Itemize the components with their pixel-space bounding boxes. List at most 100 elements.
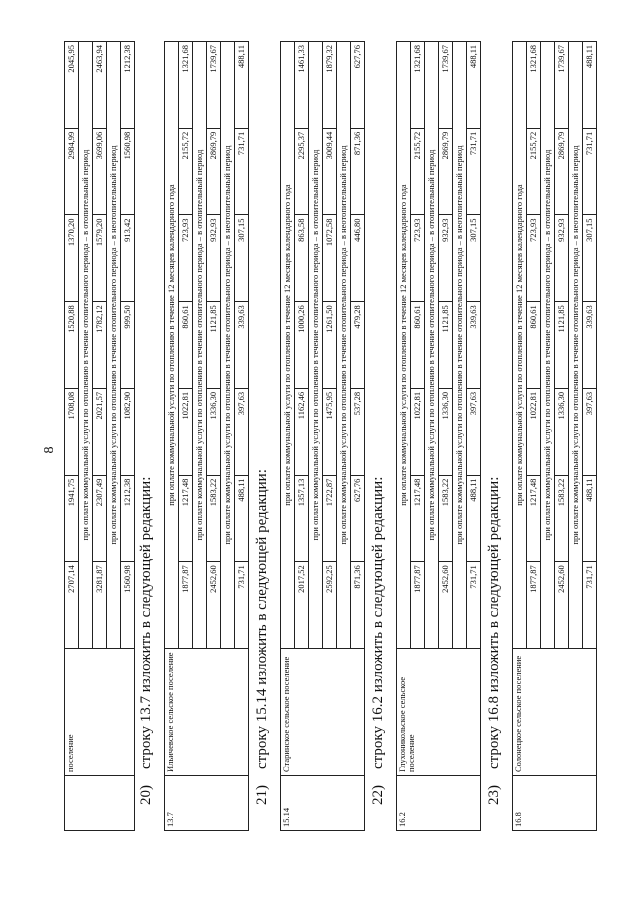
value-cell: 1217,48 — [410, 475, 425, 562]
value-cell: 913,42 — [120, 214, 135, 302]
row-code: 16.8 — [512, 775, 597, 831]
value-cell: 863,58 — [294, 214, 309, 302]
value-cell: 1583,22 — [438, 475, 453, 562]
value-cell: 723,93 — [178, 214, 193, 302]
settlement-name: Старинское сельское поселение — [280, 648, 365, 776]
value-cell: 627,76 — [350, 41, 365, 129]
value-cell: 2045,95 — [64, 41, 79, 129]
value-cell: 397,63 — [234, 388, 249, 476]
value-cell: 627,76 — [350, 475, 365, 562]
value-cell: 1121,85 — [438, 301, 453, 389]
value-cell: 397,63 — [466, 388, 481, 476]
value-cell: 1579,20 — [92, 214, 107, 302]
value-cell: 2463,94 — [92, 41, 107, 129]
value-cell: 488,11 — [582, 475, 597, 562]
value-cell: 2452,60 — [554, 561, 569, 649]
value-cell: 731,71 — [582, 561, 597, 649]
period-note-heating: при оплате коммунальной услуги по отопле… — [192, 41, 207, 649]
table-row: поселение 2707,14 1941,75 1708,08 1520,8… — [64, 41, 135, 831]
amendment-number: 20) — [138, 785, 154, 805]
amendment-text: строку 16.8 изложить в следующей редакци… — [486, 476, 502, 769]
value-cell: 2155,72 — [526, 128, 541, 215]
period-note-nonheating: при оплате коммунальной услуги по отопле… — [568, 41, 583, 649]
value-cell: 1357,13 — [294, 475, 309, 562]
value-cell: 488,11 — [582, 41, 597, 129]
value-cell: 307,15 — [582, 214, 597, 302]
amendment-text: строку 15.14 изложить в следующей редакц… — [254, 469, 270, 769]
value-cell: 307,15 — [466, 214, 481, 302]
value-cell: 731,71 — [466, 128, 481, 215]
amendment-heading: 20) строку 13.7 изложить в следующей реда… — [138, 477, 155, 805]
value-cell: 1520,88 — [64, 301, 79, 389]
value-cell: 1879,32 — [322, 41, 337, 129]
value-cell: 1212,38 — [120, 475, 135, 562]
value-cell: 339,63 — [234, 301, 249, 389]
amendment-text: строку 13.7 изложить в следующей редакци… — [138, 476, 154, 769]
value-cell: 1560,98 — [120, 561, 135, 649]
settlement-name: Солонецкое сельское поселение — [512, 648, 597, 776]
value-cell: 871,36 — [350, 128, 365, 215]
value-cell: 3699,06 — [92, 128, 107, 215]
value-cell: 1475,95 — [322, 388, 337, 476]
amendment-text: строку 16.2 изложить в следующей редакци… — [370, 476, 386, 769]
value-cell: 1877,87 — [526, 561, 541, 649]
value-cell: 1022,81 — [526, 388, 541, 476]
period-note-nonheating: при оплате коммунальной услуги по отопле… — [106, 41, 121, 649]
value-cell: 932,93 — [206, 214, 221, 302]
settlement-name: Ильичевское сельское поселение — [164, 648, 249, 776]
tariff-table: 16.2 Глухоникольское сельское поселение … — [396, 41, 481, 831]
value-cell: 2869,79 — [438, 128, 453, 215]
value-cell: 3009,44 — [322, 128, 337, 215]
period-note-year: при оплате коммунальной услуги по отопле… — [396, 41, 411, 649]
value-cell: 731,71 — [466, 561, 481, 649]
value-cell: 999,50 — [120, 301, 135, 389]
value-cell: 860,61 — [526, 301, 541, 389]
value-cell: 1336,30 — [554, 388, 569, 476]
amendment-number: 23) — [486, 785, 502, 805]
table-row: 16.2 Глухоникольское сельское поселение … — [396, 41, 481, 831]
tariff-table: 15.14 Старинское сельское поселение при … — [280, 41, 365, 831]
value-cell: 1739,67 — [554, 41, 569, 129]
value-cell: 1370,20 — [64, 214, 79, 302]
value-cell: 1022,81 — [410, 388, 425, 476]
tariff-table-fragment: поселение 2707,14 1941,75 1708,08 1520,8… — [64, 41, 135, 831]
value-cell: 1072,58 — [322, 214, 337, 302]
value-cell: 488,11 — [466, 41, 481, 129]
value-cell: 871,36 — [350, 561, 365, 649]
value-cell: 307,15 — [234, 214, 249, 302]
period-note-nonheating: при оплате коммунальной услуги по отопле… — [336, 41, 351, 649]
settlement-name: поселение — [64, 648, 135, 776]
table-row: 16.8 Солонецкое сельское поселение при о… — [512, 41, 597, 831]
value-cell: 2707,14 — [64, 561, 79, 649]
value-cell: 488,11 — [234, 41, 249, 129]
value-cell: 731,71 — [582, 128, 597, 215]
page-number: 8 — [42, 446, 57, 454]
value-cell: 1082,90 — [120, 388, 135, 476]
value-cell: 1336,30 — [438, 388, 453, 476]
row-code: 16.2 — [396, 775, 481, 831]
value-cell: 2984,99 — [64, 128, 79, 215]
tariff-table: 16.8 Солонецкое сельское поселение при о… — [512, 41, 597, 831]
value-cell: 1336,30 — [206, 388, 221, 476]
settlement-name: Глухоникольское сельское поселение — [396, 648, 481, 776]
value-cell: 1877,87 — [410, 561, 425, 649]
value-cell: 1722,87 — [322, 475, 337, 562]
amendment-heading: 23) строку 16.8 изложить в следующей реда… — [486, 477, 503, 805]
value-cell: 1739,67 — [206, 41, 221, 129]
value-cell: 2295,37 — [294, 128, 309, 215]
value-cell: 1261,50 — [322, 301, 337, 389]
value-cell: 1217,48 — [526, 475, 541, 562]
value-cell: 339,63 — [466, 301, 481, 389]
value-cell: 1000,26 — [294, 301, 309, 389]
table-row: 15.14 Старинское сельское поселение при … — [280, 41, 365, 831]
value-cell: 1212,38 — [120, 41, 135, 129]
value-cell: 1782,12 — [92, 301, 107, 389]
value-cell: 1162,46 — [294, 388, 309, 476]
value-cell: 2017,52 — [294, 561, 309, 649]
value-cell: 723,93 — [526, 214, 541, 302]
period-note-heating: при оплате коммунальной услуги по отопле… — [78, 41, 93, 649]
value-cell: 1461,33 — [294, 41, 309, 129]
value-cell: 932,93 — [438, 214, 453, 302]
value-cell: 1941,75 — [64, 475, 79, 562]
